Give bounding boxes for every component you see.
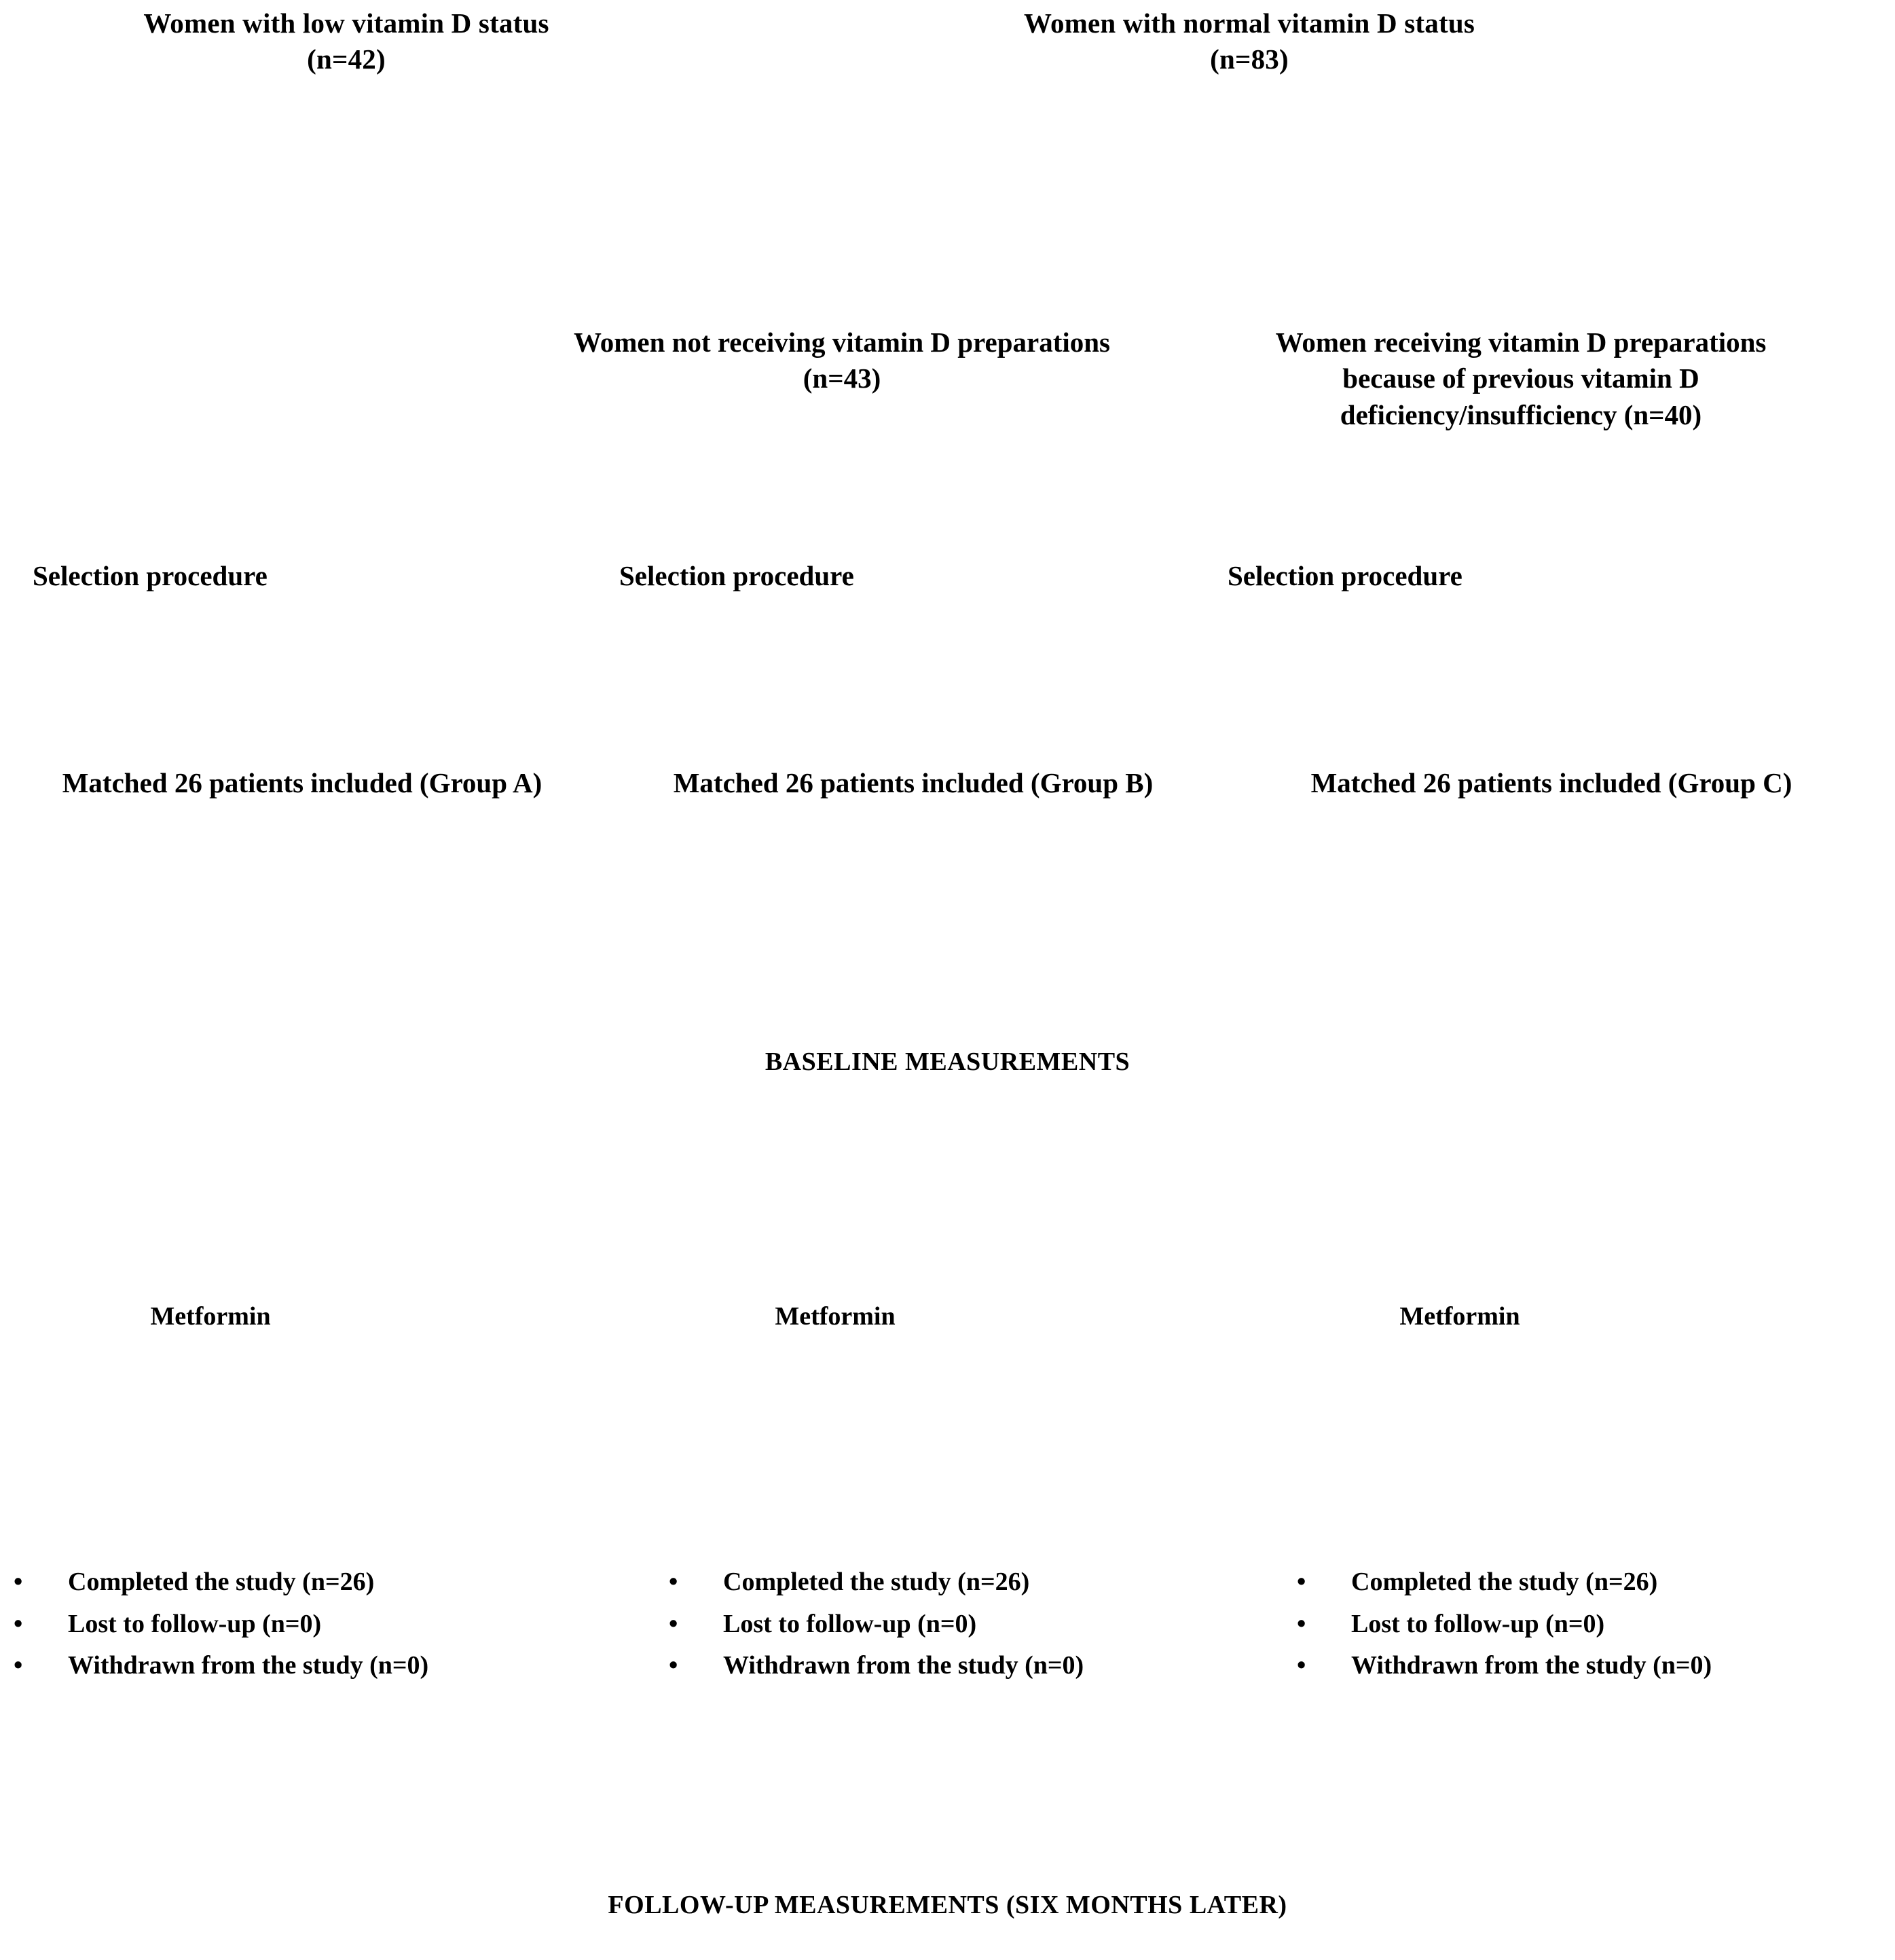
matched-group-b: Matched 26 patients included (Group B) [673, 767, 1154, 798]
outcomes-group-b: • Completed the study (n=26) • Lost to f… [655, 1561, 1084, 1687]
followup-measurements-label: FOLLOW-UP MEASUREMENTS (SIX MONTHS LATER… [608, 1891, 1287, 1919]
selection-procedure-label-b: Selection procedure [619, 560, 854, 591]
list-item: • Completed the study (n=26) [1283, 1561, 1712, 1604]
outcome-text: Completed the study (n=26) [1351, 1568, 1658, 1596]
cohort-normal-vitamin-d-header: Women with normal vitamin D status (n=83… [944, 5, 1555, 78]
outcome-text: Lost to follow-up (n=0) [68, 1609, 322, 1638]
matched-group-c: Matched 26 patients included (Group C) [1310, 767, 1792, 798]
intervention-metformin-c: Metformin [1399, 1302, 1520, 1331]
cohort-normal-vitamin-d-title: Women with normal vitamin D status [1024, 7, 1475, 39]
bullet-icon: • [14, 1568, 23, 1596]
outcome-text: Lost to follow-up (n=0) [1351, 1609, 1605, 1638]
selection-procedure-label-a: Selection procedure [33, 560, 268, 591]
list-item: • Completed the study (n=26) [0, 1561, 428, 1604]
list-item: • Lost to follow-up (n=0) [1283, 1604, 1712, 1646]
list-item: • Lost to follow-up (n=0) [655, 1604, 1084, 1646]
intervention-metformin-a: Metformin [150, 1302, 271, 1331]
outcome-text: Completed the study (n=26) [723, 1568, 1030, 1596]
outcomes-group-a: • Completed the study (n=26) • Lost to f… [0, 1561, 428, 1687]
list-item: • Withdrawn from the study (n=0) [0, 1645, 428, 1687]
outcome-text: Withdrawn from the study (n=0) [68, 1651, 429, 1680]
list-item: • Lost to follow-up (n=0) [0, 1604, 428, 1646]
baseline-measurements-label: BASELINE MEASUREMENTS [765, 1048, 1130, 1076]
bullet-icon: • [1297, 1651, 1306, 1680]
bullet-icon: • [1297, 1568, 1306, 1596]
matched-group-a: Matched 26 patients included (Group A) [62, 767, 542, 798]
outcome-text: Lost to follow-up (n=0) [723, 1609, 977, 1638]
subgroup-not-receiving-vitamin-d: Women not receiving vitamin D preparatio… [574, 327, 1110, 394]
bullet-icon: • [14, 1609, 23, 1638]
bullet-icon: • [14, 1651, 23, 1680]
outcome-text: Withdrawn from the study (n=0) [1351, 1651, 1712, 1680]
bullet-icon: • [669, 1609, 678, 1638]
list-item: • Completed the study (n=26) [655, 1561, 1084, 1604]
list-item: • Withdrawn from the study (n=0) [655, 1645, 1084, 1687]
bullet-icon: • [669, 1568, 678, 1596]
cohort-normal-vitamin-d-count: (n=83) [1210, 43, 1289, 75]
cohort-low-vitamin-d-header: Women with low vitamin D status (n=42) [41, 5, 652, 78]
bullet-icon: • [669, 1651, 678, 1680]
outcome-text: Completed the study (n=26) [68, 1568, 375, 1596]
subgroup-receiving-vitamin-d: Women receiving vitamin D preparations b… [1275, 327, 1767, 430]
cohort-low-vitamin-d-count: (n=42) [307, 43, 386, 75]
outcomes-group-c: • Completed the study (n=26) • Lost to f… [1283, 1561, 1712, 1687]
intervention-metformin-b: Metformin [775, 1302, 896, 1331]
list-item: • Withdrawn from the study (n=0) [1283, 1645, 1712, 1687]
outcome-text: Withdrawn from the study (n=0) [723, 1651, 1084, 1680]
cohort-low-vitamin-d-title: Women with low vitamin D status [143, 7, 549, 39]
selection-procedure-label-c: Selection procedure [1228, 560, 1462, 591]
bullet-icon: • [1297, 1609, 1306, 1638]
